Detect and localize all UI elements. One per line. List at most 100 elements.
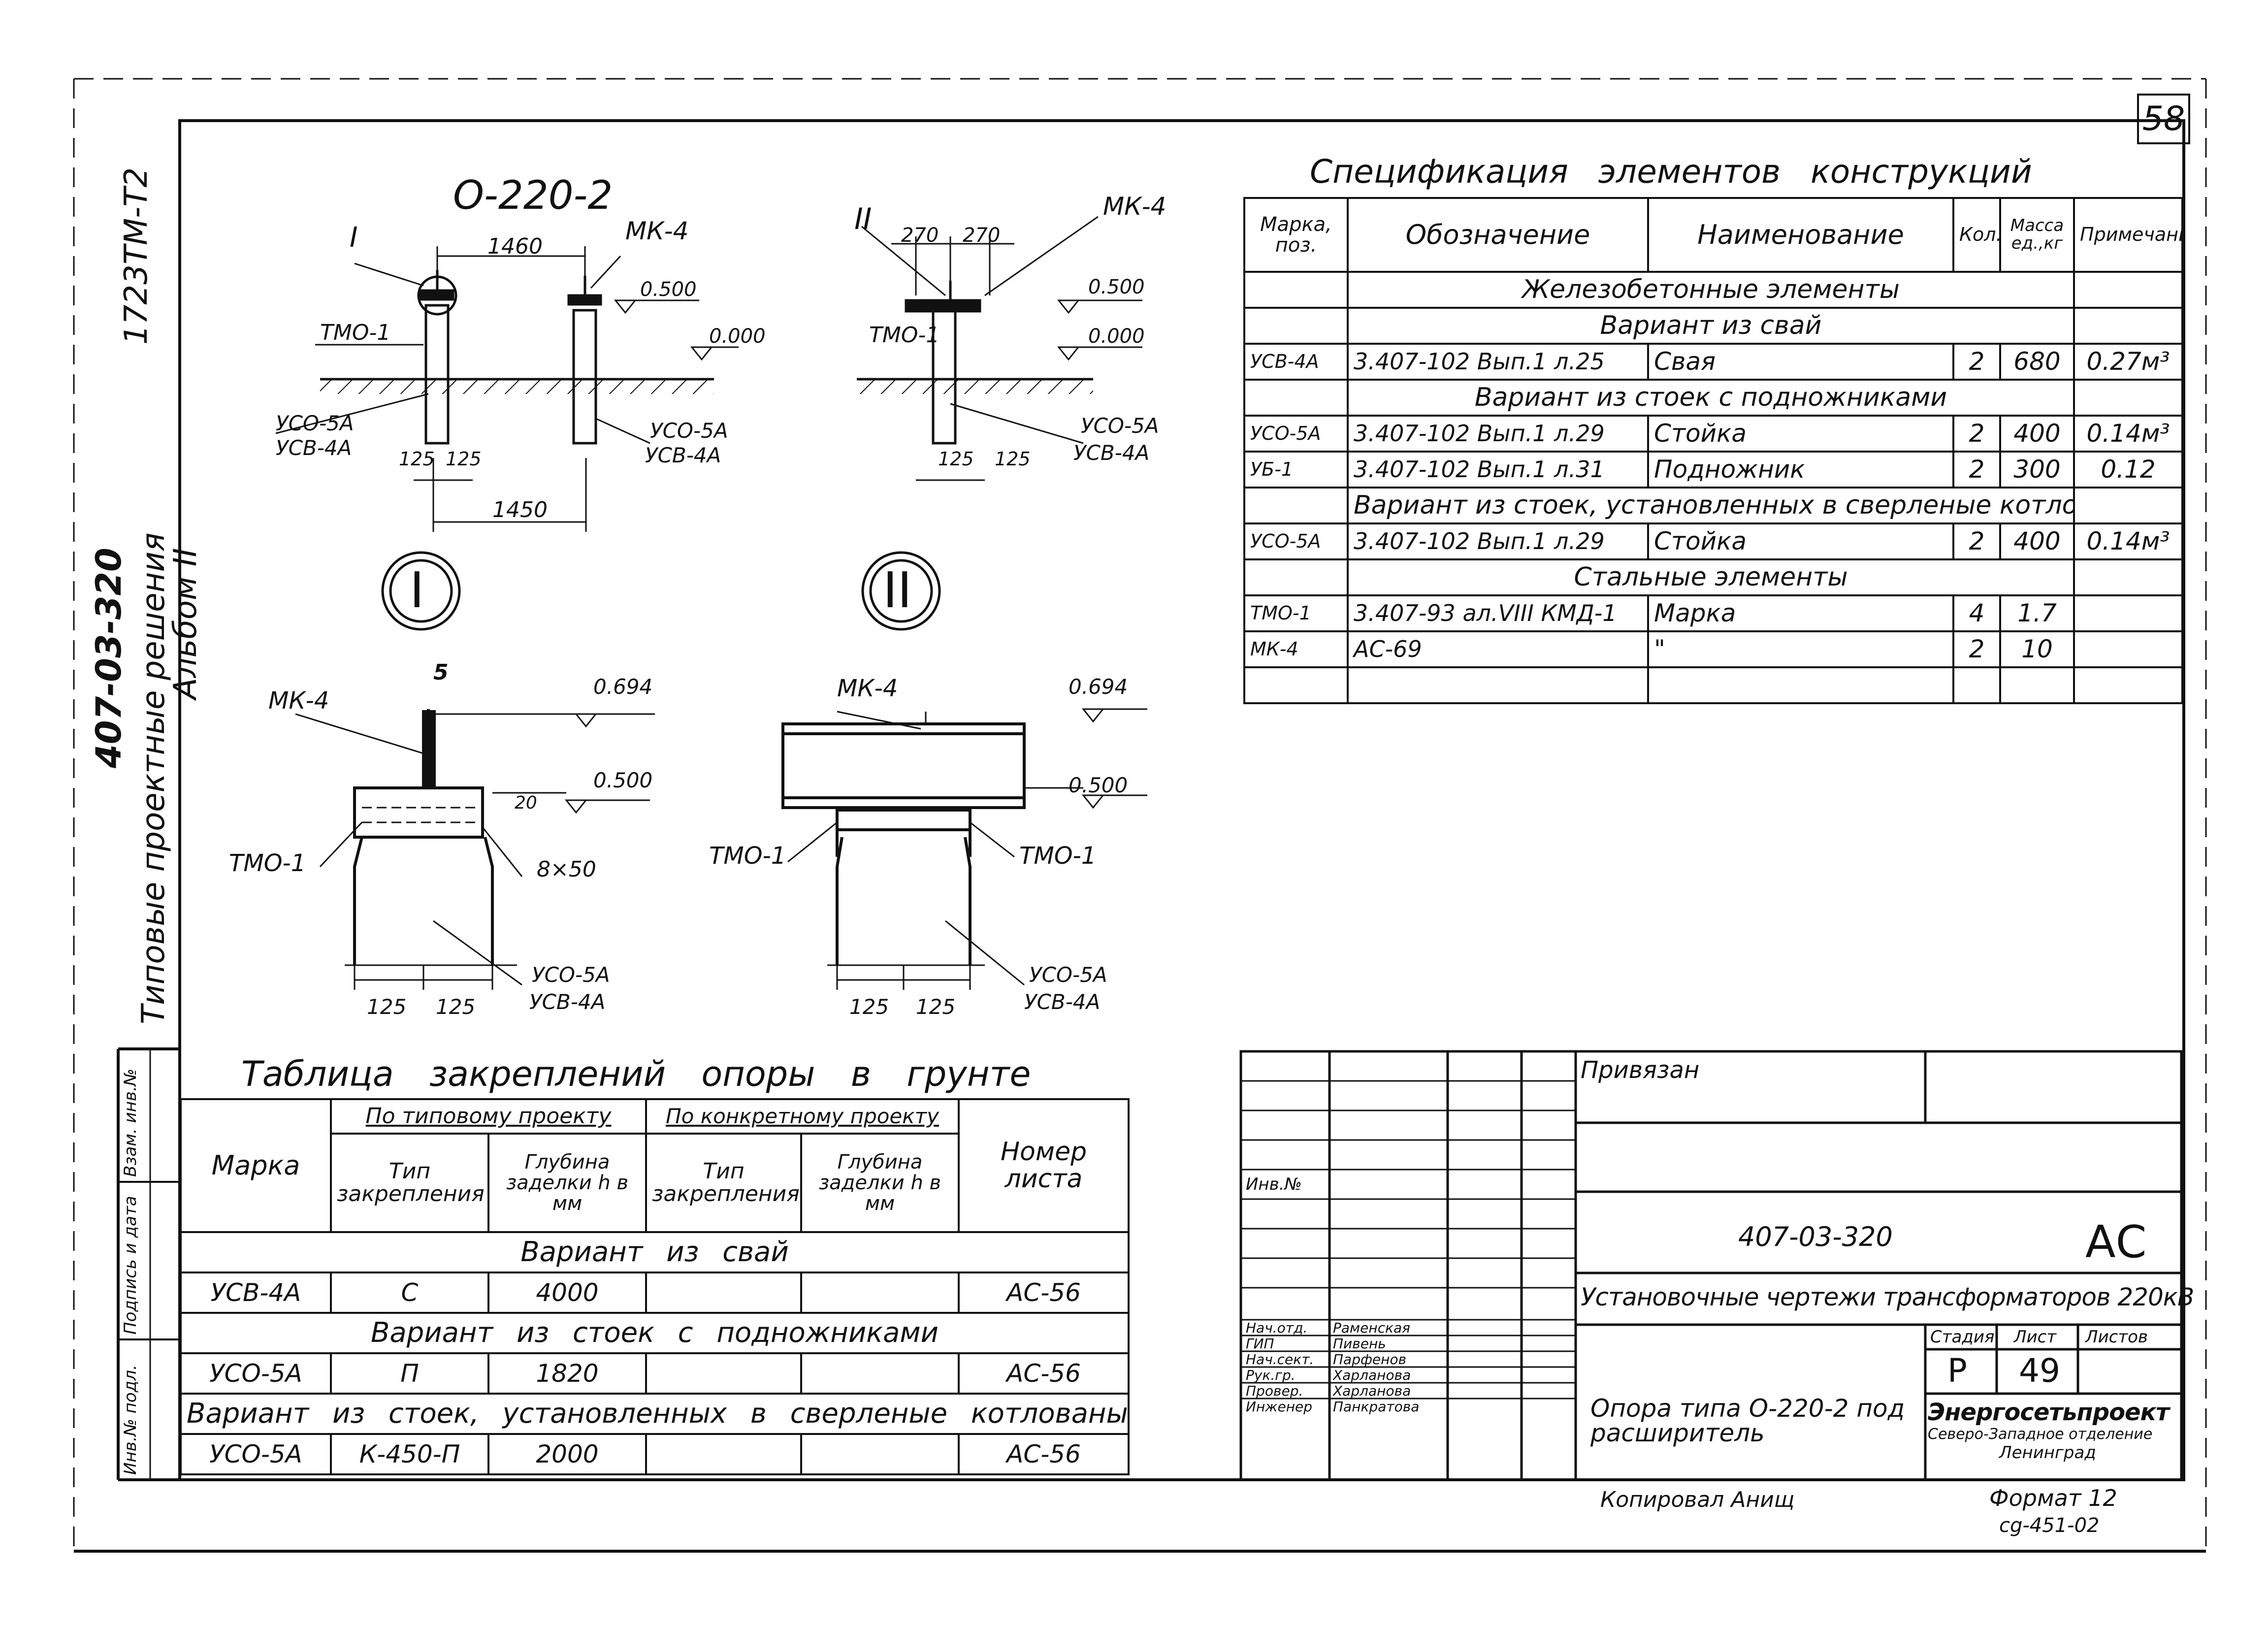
spec-cell: 3.407-102 Вып.1 л.31 <box>1347 451 1649 489</box>
level-0500-b: 0.500 <box>1088 276 1145 298</box>
spec-cell: АС-69 <box>1347 630 1649 668</box>
anchor-header-depth-con: Глубина заделки h в мм <box>800 1133 960 1233</box>
stamp-person-role: Рук.гр. <box>1246 1367 1296 1383</box>
spec-cell: УБ-1 <box>1243 451 1349 489</box>
sketch-elevation-left <box>275 246 739 532</box>
stamp-stage: Р <box>1947 1352 1967 1390</box>
spec-cell: 0.14м³ <box>2073 522 2183 560</box>
drawing-title: О-220-2 <box>453 172 613 218</box>
stamp-person-name: Харланова <box>1333 1383 1411 1399</box>
spec-cell: 3.407-102 Вып.1 л.29 <box>1347 415 1649 453</box>
spec-cell: 3.407-93 ал.VIII КМД-1 <box>1347 594 1649 632</box>
spec-cell <box>2073 666 2183 704</box>
section-I-drawing <box>295 709 655 990</box>
level-0694-b: 0.694 <box>1069 675 1128 699</box>
stamp-person-role: Нач.отд. <box>1246 1320 1308 1336</box>
anchor-cell <box>800 1352 960 1395</box>
stamp-person-row: Провер. Харланова <box>1242 1383 1449 1399</box>
spec-cell: 400 <box>1999 522 2075 560</box>
spec-cell: 3.407-102 Вып.1 л.29 <box>1347 522 1649 560</box>
spec-section-label: Вариант из стоек, установленных в сверле… <box>1347 487 2075 524</box>
spec-cell: 2 <box>1952 343 2001 381</box>
spec-row: Железобетонные элементы <box>1243 271 2183 309</box>
label-mk4-a: МК-4 <box>625 217 689 245</box>
stamp-org: Энергосетьпроект <box>1928 1399 2170 1426</box>
anchor-header-typical: По типовому проекту <box>329 1098 648 1135</box>
stamp-person-name: Раменская <box>1333 1320 1411 1336</box>
anchor-header-mark: Марка <box>180 1098 332 1233</box>
anchor-cell: 2000 <box>487 1433 648 1475</box>
stamp-grid <box>1239 1050 2183 1481</box>
label-tmo1-a: ТМО-1 <box>320 320 391 345</box>
anchor-cell <box>645 1271 803 1314</box>
dim-125-h: 125 <box>916 995 956 1019</box>
stamp-person-name: Панкратова <box>1333 1399 1420 1415</box>
anchor-section-label: Вариант из стоек с подножниками <box>179 1312 1130 1354</box>
strip-label-inventory: Инв.№ подл. <box>121 1365 140 1475</box>
label-bolts-8x50: 8×50 <box>537 857 596 882</box>
stamp-person-name: Пивень <box>1333 1336 1386 1352</box>
spec-cell: ТМО-1 <box>1243 594 1349 632</box>
spec-table: Марка, поз. Обозначение Наименование Кол… <box>1243 197 2183 704</box>
spec-cell: 2 <box>1952 630 2001 668</box>
spec-title: Спецификация элементов конструкций <box>1310 153 2032 191</box>
anchor-cell: УСВ-4А <box>180 1271 332 1314</box>
level-0000-b: 0.000 <box>1088 325 1145 348</box>
spec-cell: 2 <box>1952 415 2001 453</box>
spec-cell: 0.27м³ <box>2073 343 2183 381</box>
sheet-frame <box>73 78 2207 1553</box>
spec-cell <box>2073 630 2183 668</box>
anchor-cell: АС-56 <box>958 1433 1130 1475</box>
label-mk4-d: МК-4 <box>837 675 898 702</box>
spec-cell: Марка <box>1647 594 1954 632</box>
dim-20: 20 <box>515 793 537 813</box>
anchor-row: Вариант из свай <box>179 1231 1130 1273</box>
side-text-project-code: 407-03-320 <box>89 548 129 768</box>
anchor-section-label: Вариант из свай <box>179 1231 1130 1273</box>
stamp-person-role: Нач.сект. <box>1246 1351 1314 1368</box>
spec-header-mark: Марка, поз. <box>1243 197 1349 273</box>
stamp-org-city: Ленинград <box>1999 1443 2096 1463</box>
dim-125-b: 125 <box>446 448 482 470</box>
label-tmo1-d: ТМО-1 <box>709 842 786 870</box>
level-0500-d: 0.500 <box>1069 773 1128 797</box>
spec-cell <box>1647 666 1954 704</box>
section-II-drawing <box>781 708 1147 990</box>
stamp-person-name: Харланова <box>1333 1367 1411 1383</box>
label-tmo1-c: ТМО-1 <box>229 849 306 877</box>
spec-cell <box>1347 666 1649 704</box>
anchor-row: Вариант из стоек с подножниками <box>179 1312 1130 1354</box>
spec-cell: 2 <box>1952 451 2001 489</box>
dim-125-c: 125 <box>938 448 974 470</box>
stamp-person-row: Рук.гр. Харланова <box>1242 1367 1449 1383</box>
label-usv4a-a: УСВ-4А <box>276 436 352 460</box>
stamp-sheet: 49 <box>2019 1352 2060 1390</box>
anchor-section-label: Вариант из стоек, установленных в сверле… <box>179 1393 1130 1435</box>
spec-cell: 0.12 <box>2073 451 2183 489</box>
stamp-person-role: Провер. <box>1246 1383 1303 1399</box>
label-usv4a-d: УСВ-4А <box>529 990 606 1014</box>
stamp-sheets-header: Листов <box>2085 1327 2148 1347</box>
spec-cell: 300 <box>1999 451 2075 489</box>
anchor-cell: К-450-П <box>330 1433 489 1475</box>
spec-section-label: Вариант из стоек с подножниками <box>1347 379 2075 417</box>
anchor-cell <box>645 1352 803 1395</box>
side-text-album-code: 1723ТМ-Т2 <box>118 167 155 345</box>
side-text-album: Альбом II <box>167 548 204 699</box>
anchor-cell: УСО-5А <box>180 1433 332 1475</box>
dim-1460: 1460 <box>487 234 543 259</box>
stamp-code2: cg-451-02 <box>1999 1514 2100 1537</box>
strip-label-signature: Подпись и дата <box>121 1196 140 1335</box>
dim-125-e: 125 <box>367 995 407 1019</box>
stamp-org-branch: Северо-Западное отделение <box>1928 1426 2153 1443</box>
label-item-5: 5 <box>433 660 449 685</box>
anchor-cell: УСО-5А <box>180 1352 332 1395</box>
anchor-header-depth-typ: Глубина заделки h в мм <box>487 1133 648 1233</box>
stamp-person-row: Нач.отд. Раменская <box>1242 1320 1449 1336</box>
spec-header-designation: Обозначение <box>1347 197 1649 273</box>
anchor-header-concrete: По конкретному проекту <box>645 1098 960 1135</box>
